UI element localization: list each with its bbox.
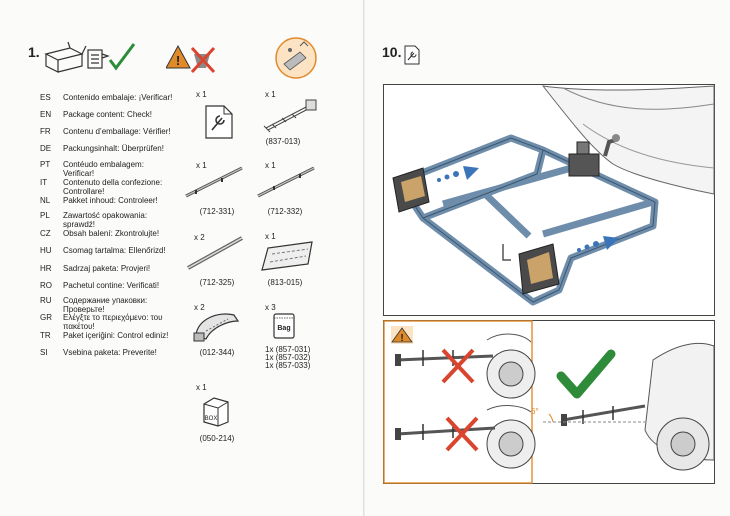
wiring-harness-icon — [263, 99, 317, 133]
unpack-check-icon — [44, 41, 136, 73]
carrier-installation-illustration — [383, 84, 715, 316]
part-number-813-015: (813-015) — [267, 278, 303, 287]
box-icon: BOX — [203, 397, 229, 427]
part-qty-813-015: x 1 — [265, 232, 276, 241]
manual-document-icon — [205, 105, 233, 139]
bag-part-857-032: 1x (857-032) — [265, 353, 311, 362]
step-number-10: 10. — [382, 44, 402, 60]
step-number-1: 1. — [28, 44, 40, 60]
spine — [363, 0, 366, 516]
part-qty-bag: x 3 — [265, 303, 276, 312]
bag-parts-list: 1x (857-031) 1x (857-032) 1x (857-033) — [265, 346, 310, 370]
axle-bar-712-332-icon — [257, 166, 315, 198]
part-number-837-013: (837-013) — [265, 137, 301, 146]
screw-bag-icon: Bag — [273, 313, 295, 339]
axle-bar-712-331-icon — [185, 166, 243, 198]
part-qty-712-332: x 1 — [265, 161, 276, 170]
part-qty-837-013: x 1 — [265, 90, 276, 99]
angle-label: 6° — [531, 407, 539, 416]
lubricate-circle-icon — [275, 37, 317, 79]
warning-no-tools-icon: ! — [166, 44, 216, 74]
bag-label: Bag — [277, 325, 290, 332]
license-plate-holder-icon — [261, 241, 313, 271]
right-page: 10. — [365, 0, 730, 516]
part-qty-712-325: x 2 — [194, 233, 205, 242]
svg-text:!: ! — [400, 333, 403, 344]
part-number-050-214: (050-214) — [199, 434, 235, 443]
box-label: BOX — [205, 416, 218, 422]
part-number-712-325: (712-325) — [199, 278, 235, 287]
part-number-712-332: (712-332) — [267, 207, 303, 216]
manual-small-icon — [404, 45, 420, 65]
svg-text:!: ! — [176, 53, 180, 68]
angle-detail-illustration: ! — [383, 320, 715, 484]
part-number-012-344: (012-344) — [199, 348, 235, 357]
part-qty-712-331: x 1 — [196, 161, 207, 170]
rod-712-325-icon — [187, 236, 243, 270]
part-number-712-331: (712-331) — [199, 207, 235, 216]
bag-part-857-033: 1x (857-033) — [265, 361, 311, 370]
part-qty-012-344: x 2 — [194, 303, 205, 312]
part-qty-manual: x 1 — [196, 90, 207, 99]
bag-part-857-031: 1x (857-031) — [265, 345, 311, 354]
wheel-strap-012-344-icon — [193, 313, 240, 342]
part-qty-050-214: x 1 — [196, 383, 207, 392]
